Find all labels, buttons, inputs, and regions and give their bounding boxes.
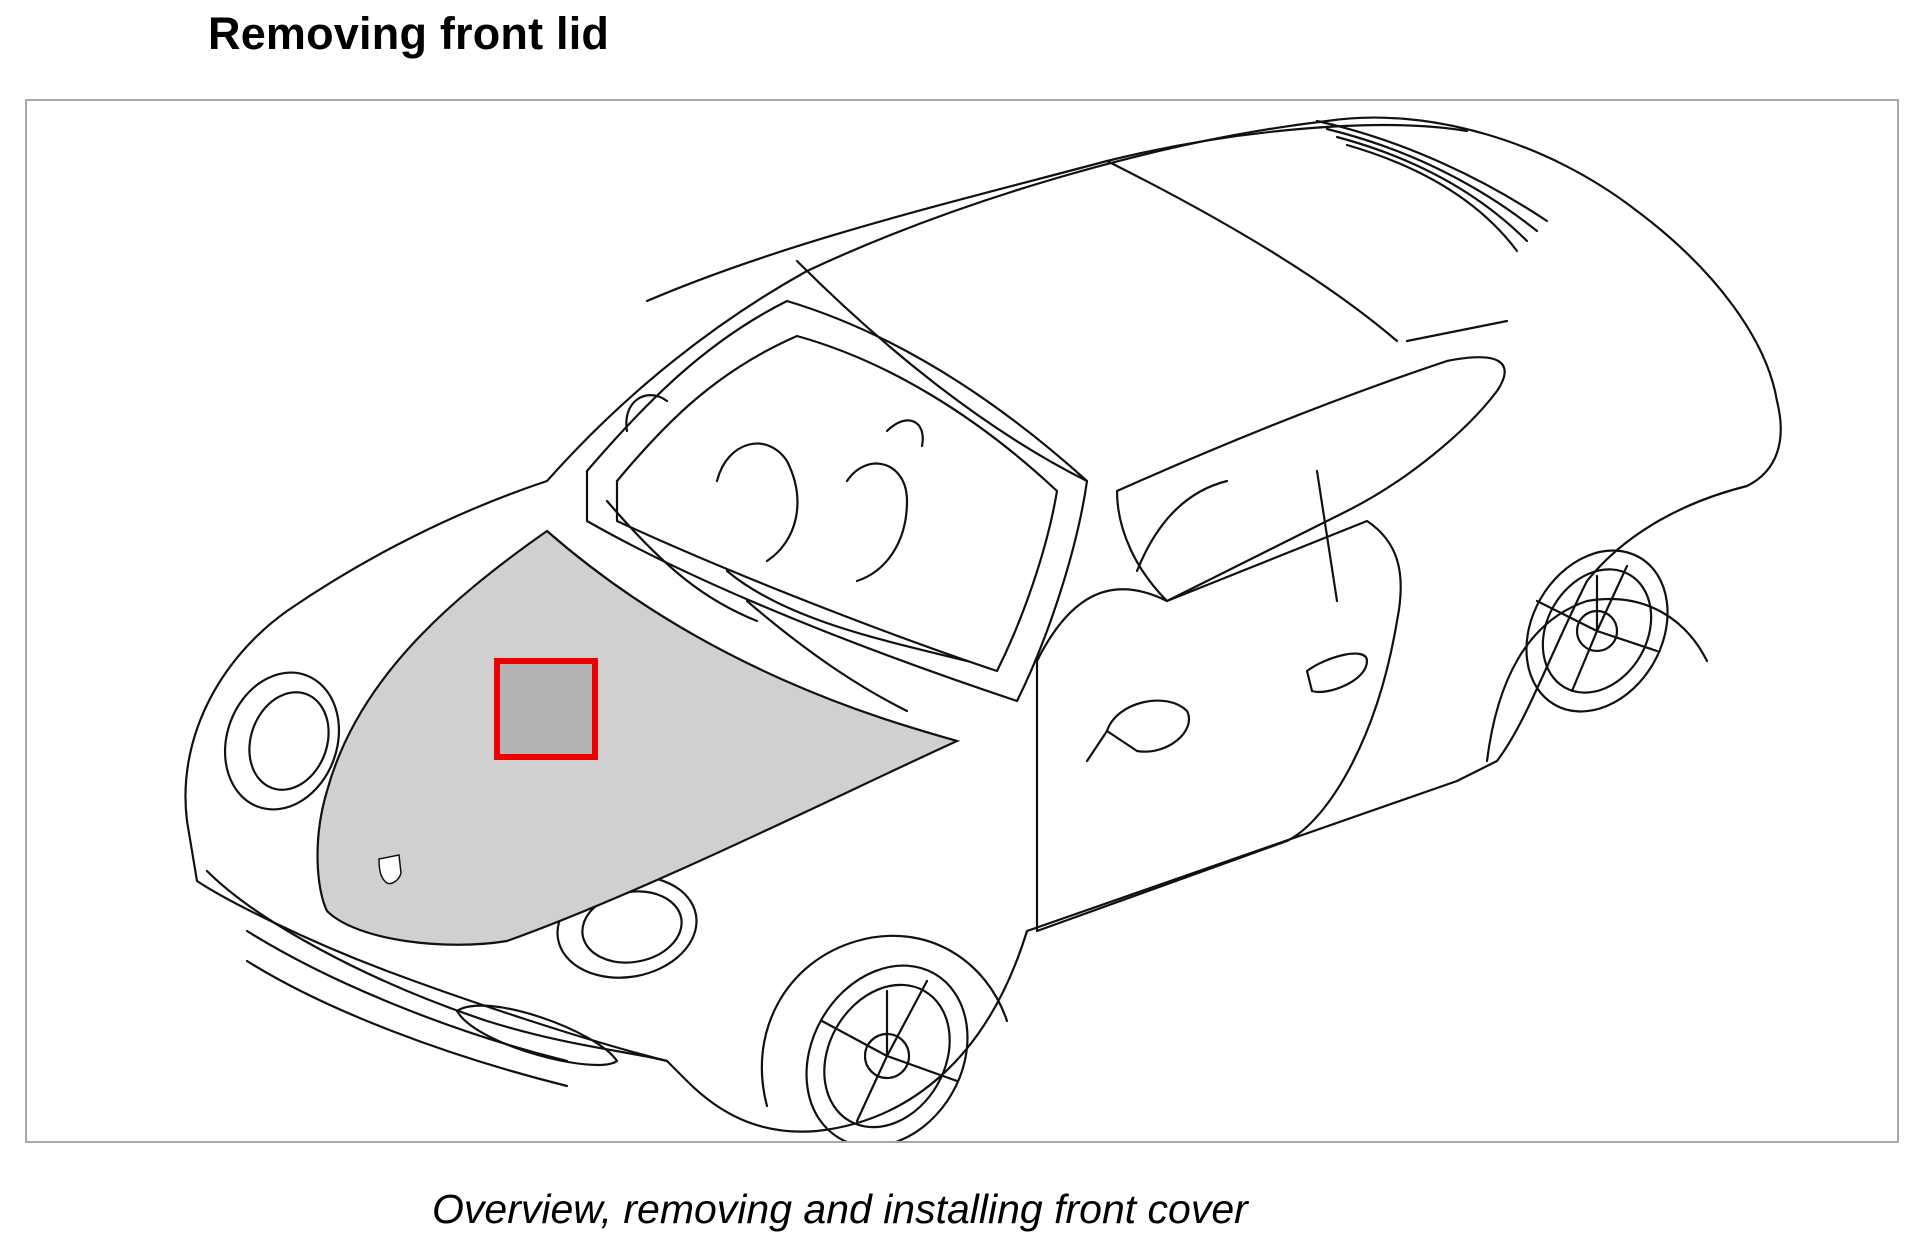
headlight-left (223, 671, 341, 811)
side-window (1115, 356, 1506, 603)
windshield (585, 299, 1089, 703)
car-body-outline (184, 116, 1782, 1133)
page-title: Removing front lid (208, 8, 610, 59)
crest-emblem (378, 854, 402, 885)
car-illustration (184, 116, 1782, 1141)
front-wheel (805, 964, 969, 1141)
front-lid-highlight (316, 529, 961, 946)
front-bumper (205, 869, 669, 1063)
door (1035, 519, 1402, 933)
figure-frame (25, 99, 1899, 1143)
roof-line (645, 124, 1469, 303)
side-mirror (1105, 699, 1190, 753)
rear-wheel (1525, 549, 1669, 713)
highlight-marker (494, 658, 598, 760)
figure-caption: Overview, removing and installing front … (432, 1186, 1248, 1232)
door-handle (1305, 652, 1369, 694)
